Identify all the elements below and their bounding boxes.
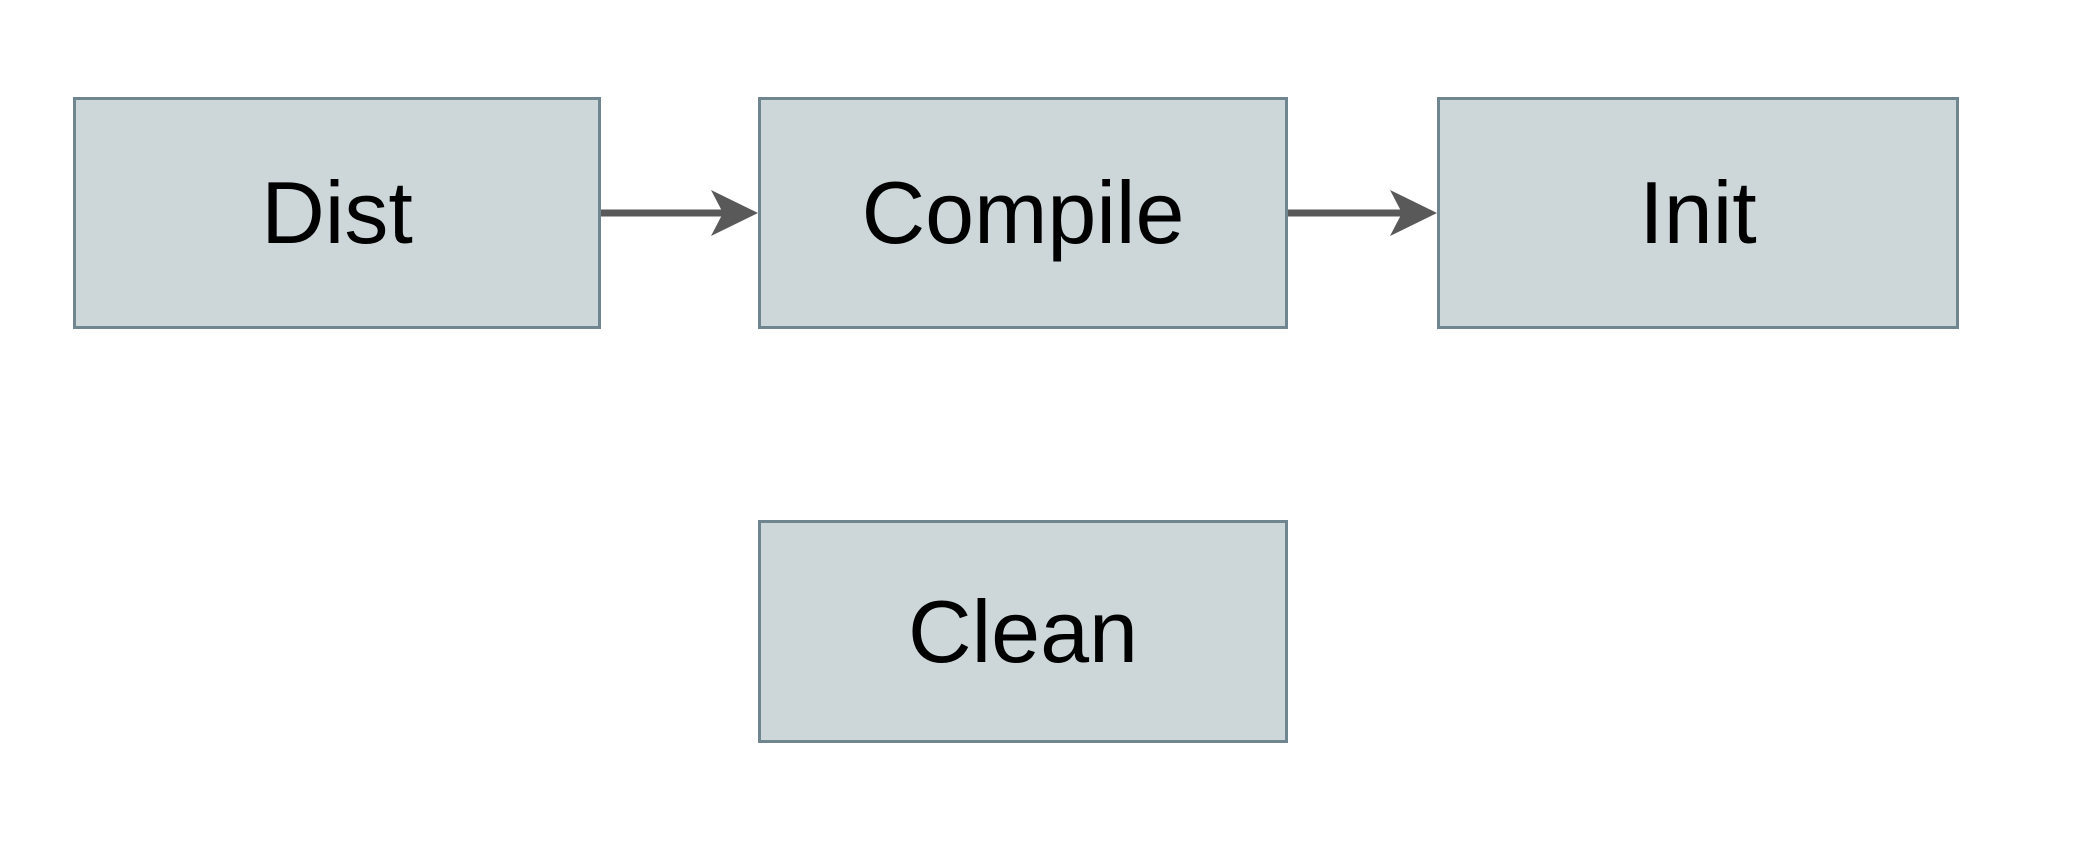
- arrow-compile-to-init: [1288, 190, 1437, 236]
- arrow-head-icon: [1390, 190, 1437, 236]
- node-dist: Dist: [73, 97, 601, 329]
- node-dist-label: Dist: [261, 163, 413, 262]
- node-init-label: Init: [1639, 163, 1757, 262]
- node-clean-label: Clean: [908, 581, 1138, 681]
- node-compile-label: Compile: [861, 163, 1185, 262]
- node-compile: Compile: [758, 97, 1288, 329]
- arrow-head-icon: [711, 190, 758, 236]
- arrow-dist-to-compile: [601, 190, 758, 236]
- node-init: Init: [1437, 97, 1959, 329]
- node-clean: Clean: [758, 520, 1288, 743]
